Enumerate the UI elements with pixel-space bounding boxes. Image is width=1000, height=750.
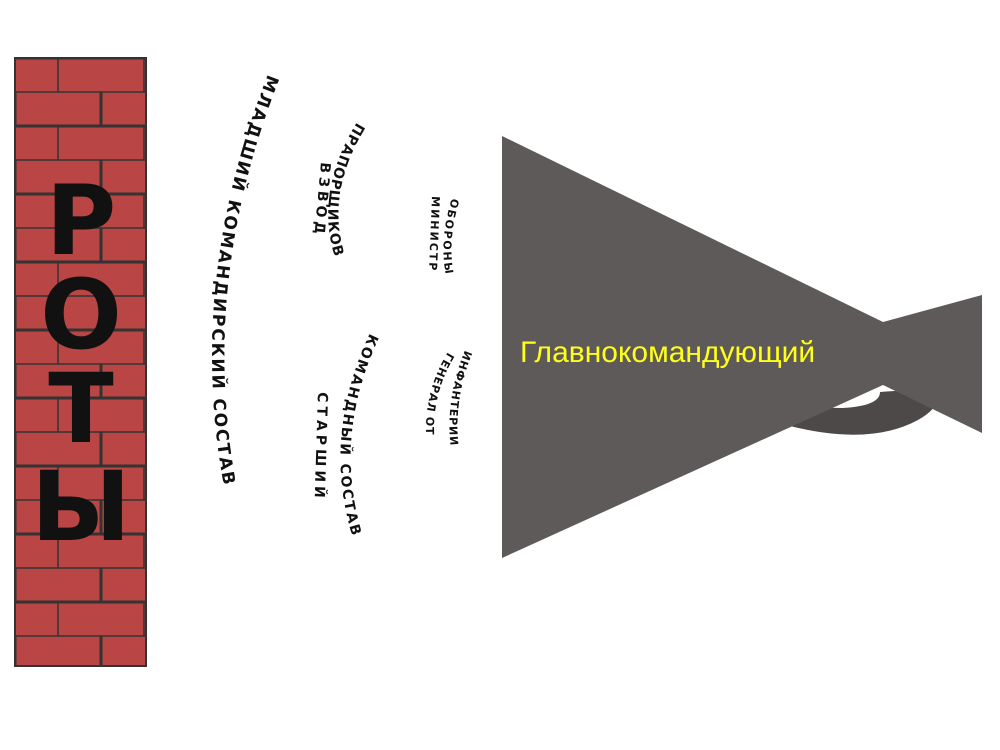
commander-label: Главнокомандующий (520, 336, 815, 369)
megaphone-body (502, 136, 982, 558)
arc-ensigns: ПРАПОРЩИКОВ (324, 120, 367, 259)
arc-command-staff: КОМАНДНЫЙ СОСТАВ (336, 331, 380, 539)
arc-senior: СТАРШИЙ (311, 392, 330, 502)
arc-junior-command: МЛАДШИЙ КОМАНДИРСКИЙ СОСТАВ (207, 72, 282, 488)
megaphone-handle (790, 388, 938, 435)
wall-letter-3: Т (48, 353, 113, 465)
brick-wall: Р О Т Ы (14, 57, 147, 667)
wall-letter-2: О (40, 259, 122, 371)
arc-minister: МИНИСТР (426, 196, 442, 273)
arc-defense: ОБОРОНЫ (440, 197, 461, 276)
wall-letter-1: Р (46, 165, 116, 277)
wall-letter-4: Ы (31, 451, 130, 563)
megaphone: Главнокомандующий (502, 136, 982, 558)
